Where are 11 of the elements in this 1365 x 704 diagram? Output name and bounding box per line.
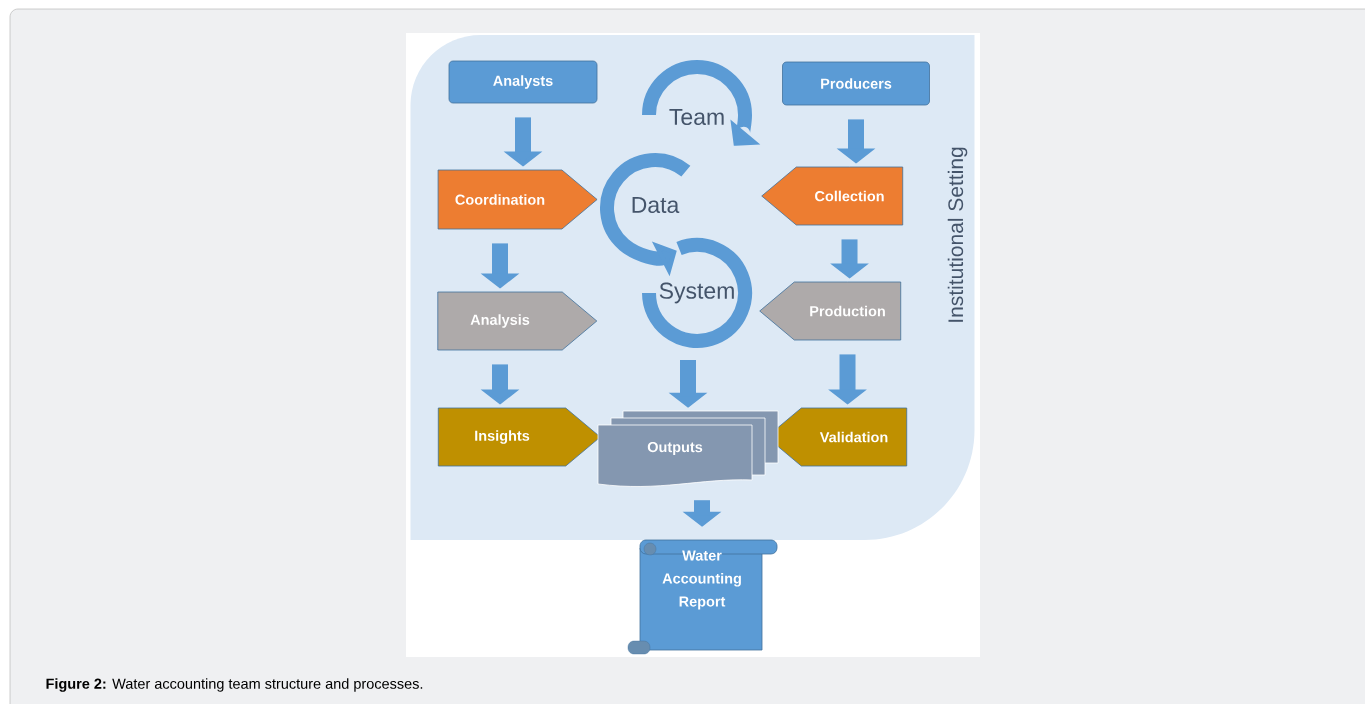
- role-box: Producers: [782, 61, 930, 106]
- process-arrow-box: Validation: [766, 407, 908, 467]
- cycle-label: System: [659, 282, 734, 304]
- report-scroll: Water Accounting Report: [627, 539, 778, 655]
- cycle-label: Data: [632, 197, 680, 213]
- process-arrow-box: Production: [759, 281, 902, 341]
- document-stack: Outputs: [597, 410, 779, 487]
- cycle-label: Team: [669, 109, 724, 125]
- role-box: Analysts: [448, 60, 598, 104]
- process-arrow-box: Collection: [761, 166, 904, 226]
- figure-caption: Figure 2: Water accounting team structure and processes.: [46, 678, 423, 692]
